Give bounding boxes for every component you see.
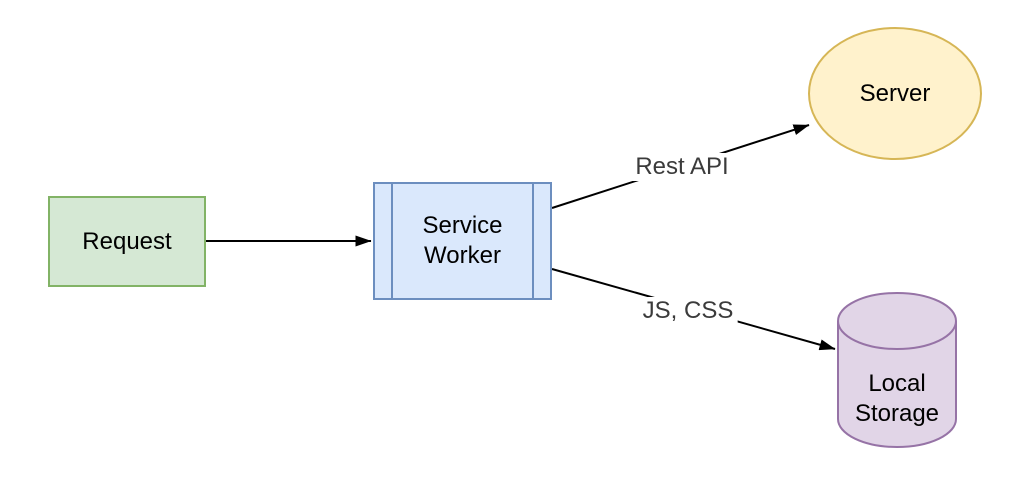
node-server: Server xyxy=(808,27,982,160)
edge-label-rest-api: Rest API xyxy=(631,153,733,181)
node-server-label: Server xyxy=(859,79,931,107)
node-request-label: Request xyxy=(82,227,172,255)
node-local-storage-label: Local Storage xyxy=(854,369,940,427)
cylinder-shape xyxy=(837,292,957,448)
node-local-storage: Local Storage xyxy=(837,292,957,448)
node-request: Request xyxy=(48,196,206,287)
process-bar-left xyxy=(391,184,393,298)
node-service-worker: Service Worker xyxy=(373,182,552,300)
edge-label-js-css: JS, CSS xyxy=(638,297,738,325)
node-local-storage-label-area: Local Storage xyxy=(837,349,957,448)
process-bar-right xyxy=(532,184,534,298)
node-service-worker-label: Service Worker xyxy=(422,212,503,269)
